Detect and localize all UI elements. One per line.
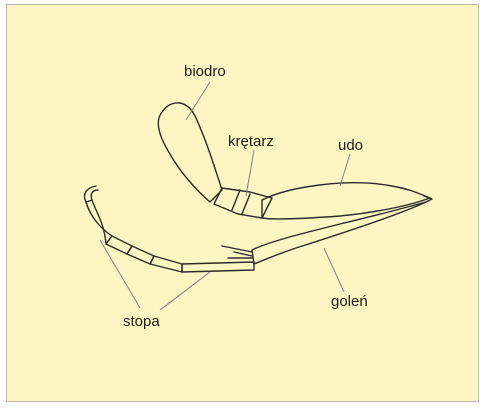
tibia-segment xyxy=(252,202,426,264)
label-udo: udo xyxy=(338,137,363,154)
coxa-segment xyxy=(158,103,222,202)
leader-kretarz xyxy=(246,150,254,196)
tarsus-segment-1 xyxy=(182,262,254,272)
label-kretarz: krętarz xyxy=(228,133,274,150)
leader-stopa-b xyxy=(160,272,210,310)
label-golen: goleń xyxy=(331,293,368,310)
label-stopa: stopa xyxy=(123,313,160,330)
tarsus-segment-2 xyxy=(150,256,182,272)
femur-segment xyxy=(262,183,430,219)
tibia-spurs xyxy=(222,246,252,258)
leader-biodro xyxy=(186,82,210,120)
tarsus-claw xyxy=(84,186,98,202)
leader-udo xyxy=(340,154,350,186)
label-biodro: biodro xyxy=(184,63,226,80)
leader-golen xyxy=(324,248,344,292)
trochanter-segment xyxy=(214,188,272,218)
trochanter-divider xyxy=(232,190,250,214)
tarsus-segment-5 xyxy=(86,200,112,244)
